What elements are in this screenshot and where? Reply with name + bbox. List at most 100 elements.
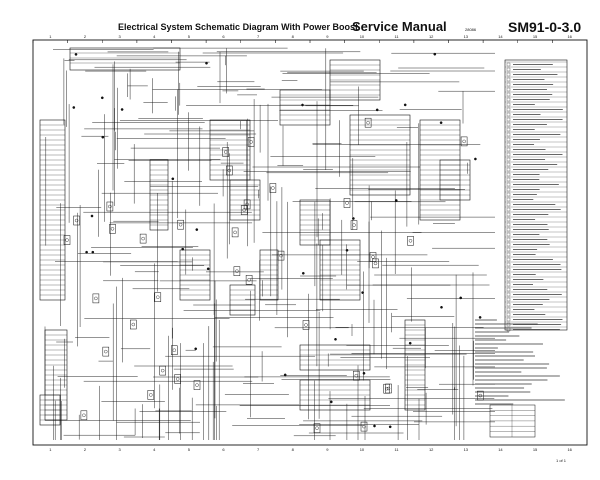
legend-symbol <box>506 207 511 212</box>
relay <box>360 421 368 432</box>
legend-symbol <box>506 317 511 322</box>
legend-symbol <box>506 97 511 102</box>
legend-symbol <box>506 127 511 132</box>
grid-column-label: 16 <box>567 447 572 452</box>
junction-dot <box>90 214 94 218</box>
grid-column-label: 7 <box>257 34 260 39</box>
junction-dot <box>352 217 355 220</box>
relay-coil <box>247 278 251 282</box>
relay <box>364 117 372 128</box>
legend-symbol <box>506 227 511 232</box>
junction-dot <box>206 267 210 271</box>
relay-coil <box>478 393 482 398</box>
junction-dot <box>478 316 482 319</box>
relay-coil <box>175 377 180 381</box>
legend-symbol <box>506 102 511 107</box>
grid-column-label: 2 <box>84 34 87 39</box>
relay-coil <box>141 236 145 241</box>
legend-symbol <box>506 117 511 122</box>
grid-column-label: 8 <box>292 447 295 452</box>
relay-coil <box>149 393 153 397</box>
relay-coil <box>354 374 358 378</box>
junction-dot <box>375 108 379 112</box>
relay-coil <box>366 120 370 125</box>
junction-dot <box>100 96 104 100</box>
grid-column-label: 12 <box>429 34 434 39</box>
relay <box>177 219 184 230</box>
relay <box>139 233 147 244</box>
relay-coil <box>352 223 356 227</box>
relay-coil <box>235 269 239 273</box>
legend-symbol <box>506 147 511 152</box>
legend-symbol <box>506 197 511 202</box>
junction-dot <box>362 371 366 375</box>
relay <box>154 292 162 302</box>
wiring-network <box>44 47 495 440</box>
junction-dot <box>373 424 376 428</box>
junction-dot <box>403 103 407 107</box>
grid-column-label: 4 <box>153 34 156 39</box>
legend-symbol <box>506 167 511 172</box>
relay-coil <box>385 387 389 391</box>
legend-symbol <box>506 232 511 237</box>
grid-column-label: 6 <box>222 447 225 452</box>
junction-dot <box>408 341 412 345</box>
relay <box>245 275 253 285</box>
legend-table <box>504 59 568 332</box>
legend-symbol <box>506 67 511 72</box>
grid-column-label: 5 <box>188 447 191 452</box>
component-block <box>299 344 371 371</box>
relay <box>193 380 201 390</box>
relay <box>302 320 310 330</box>
legend-symbol <box>506 257 511 262</box>
legend-symbol <box>506 107 511 112</box>
legend-symbol <box>506 82 511 87</box>
relay-coil <box>156 295 160 299</box>
relay <box>222 147 229 157</box>
legend-symbol <box>506 282 511 287</box>
relay-coil <box>110 227 115 231</box>
relay-coil <box>345 201 349 205</box>
relay-coil <box>227 168 232 173</box>
relay <box>109 224 116 234</box>
relay <box>460 136 468 147</box>
manual-label: Service Manual <box>352 19 447 34</box>
legend-symbol <box>506 242 511 247</box>
legend-symbol <box>506 162 511 167</box>
junction-dot <box>120 108 124 111</box>
relay <box>277 250 285 261</box>
relay <box>159 365 166 376</box>
junction-dot <box>440 305 443 309</box>
relay-coil <box>233 230 237 235</box>
relay <box>269 183 277 193</box>
relay-coil <box>371 255 375 259</box>
relay-coil <box>94 296 98 301</box>
relay-coil <box>362 424 366 429</box>
legend-symbol <box>506 292 511 297</box>
relay-coil <box>131 322 136 327</box>
legend-symbol <box>506 192 511 197</box>
legend-symbol <box>506 262 511 267</box>
junction-dot <box>361 291 364 294</box>
relay-coil <box>178 222 183 227</box>
legend-symbol <box>506 142 511 147</box>
junction-dot <box>194 347 198 351</box>
legend-symbol <box>506 137 511 142</box>
grid-column-label: 1 <box>49 447 52 452</box>
grid-column-label: 11 <box>394 447 399 452</box>
components <box>39 47 484 433</box>
relay <box>385 383 392 394</box>
relay-coil <box>195 383 199 387</box>
relay <box>130 319 137 330</box>
legend-symbol <box>506 132 511 137</box>
relay <box>102 346 110 357</box>
component-block <box>299 199 331 246</box>
relay <box>73 215 80 226</box>
grid-column-label: 11 <box>394 34 399 39</box>
relay-coil <box>249 140 253 144</box>
legend-symbol <box>506 112 511 117</box>
legend-symbol <box>506 267 511 272</box>
junction-dot <box>85 250 88 254</box>
grid-column-label: 6 <box>222 34 225 39</box>
junction-dot <box>329 400 333 404</box>
